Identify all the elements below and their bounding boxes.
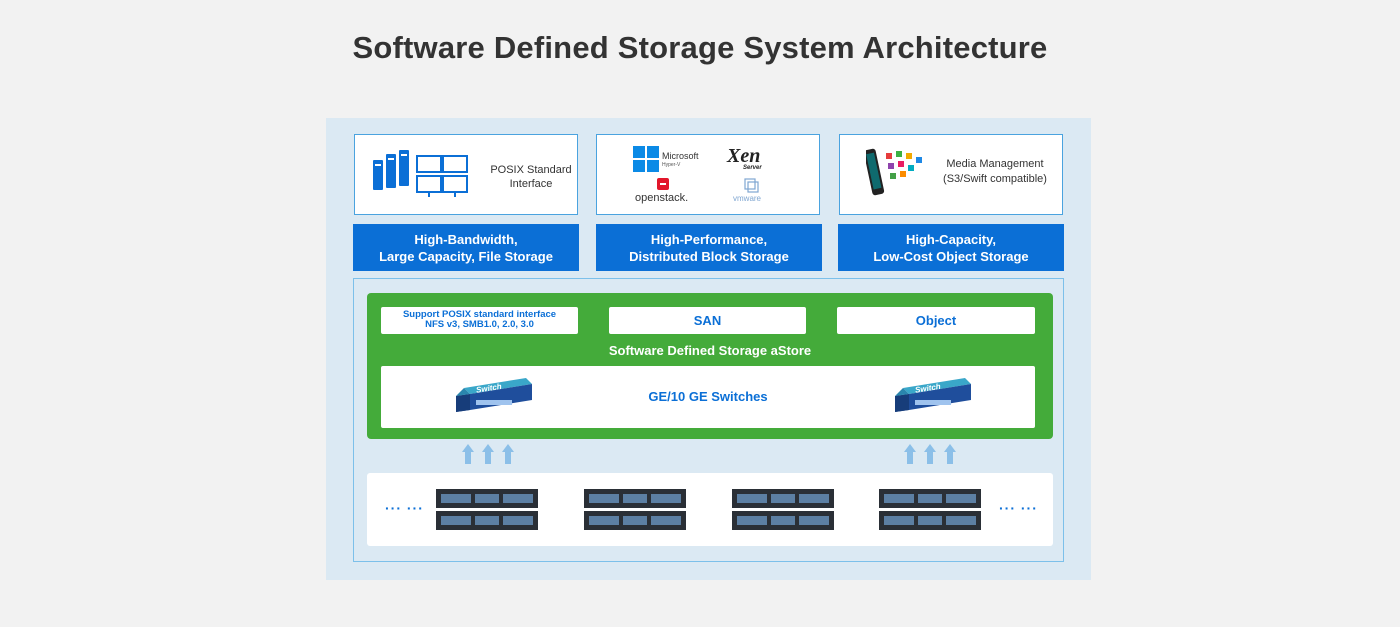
- astore-label: Software Defined Storage aStore: [608, 343, 812, 358]
- lower-frame: [353, 278, 1064, 562]
- windows-logo-icon: [633, 146, 659, 172]
- openstack-text: openstack.: [635, 192, 689, 204]
- block-storage-category: High-Performance, Distributed Block Stor…: [596, 224, 822, 271]
- category-line2: Distributed Block Storage: [629, 248, 789, 264]
- posix-interface-box: Support POSIX standard interface NFS v3,…: [381, 307, 578, 334]
- server-node-icon: [436, 489, 538, 530]
- category-line1: High-Performance,: [650, 231, 768, 247]
- media-label-line1: Media Management: [946, 158, 1044, 170]
- uplink-arrows-left-icon: [462, 444, 514, 464]
- more-nodes-right: ··· ···: [999, 500, 1038, 516]
- posix-line1: Support POSIX standard interface: [402, 309, 557, 320]
- block-storage-card: Microsoft Hyper-V Xen Server openstack. …: [596, 134, 820, 215]
- tablet-media-icon: [866, 148, 922, 196]
- switch-right-text: Switch: [914, 382, 941, 395]
- uplink-arrows-right-icon: [904, 444, 956, 464]
- storage-node-row: ··· ··· ··· ···: [367, 473, 1053, 546]
- switch-left-icon: Switch: [456, 378, 532, 412]
- hyperv-text: Hyper-V: [662, 162, 681, 168]
- switch-right-icon: Switch: [895, 378, 971, 412]
- media-label-line2: (S3/Swift compatible): [943, 173, 1047, 185]
- file-storage-card: POSIX Standard Interface: [354, 134, 578, 215]
- switch-label: GE/10 GE Switches: [648, 389, 768, 404]
- file-storage-category: High-Bandwidth, Large Capacity, File Sto…: [353, 224, 579, 271]
- vmware-logo-icon: [744, 178, 759, 193]
- server-node-icon: [879, 489, 981, 530]
- posix-label-line2: Interface: [509, 178, 553, 190]
- astore-box: Support POSIX standard interface NFS v3,…: [367, 293, 1053, 439]
- switch-left-text: Switch: [475, 382, 502, 395]
- switch-row: Switch GE/10 GE Switches Switch: [381, 366, 1035, 428]
- object-storage-category: High-Capacity, Low-Cost Object Storage: [838, 224, 1064, 271]
- server-node-icon: [732, 489, 834, 530]
- posix-line2: NFS v3, SMB1.0, 2.0, 3.0: [425, 319, 534, 330]
- servers-monitors-icon: [373, 150, 468, 197]
- microsoft-text: Microsoft: [662, 151, 699, 161]
- category-line1: High-Bandwidth,: [414, 231, 518, 247]
- san-interface-box: SAN: [609, 307, 806, 334]
- category-line2: Low-Cost Object Storage: [873, 248, 1029, 264]
- posix-label-line1: POSIX Standard: [490, 164, 572, 176]
- category-line2: Large Capacity, File Storage: [379, 248, 553, 264]
- architecture-diagram: POSIX Standard Interface Microsoft Hyper…: [326, 118, 1091, 580]
- vmware-text: vmware: [733, 194, 762, 203]
- openstack-logo-icon: [657, 178, 669, 190]
- xen-server-text: Server: [743, 165, 762, 171]
- server-node-icon: [584, 489, 686, 530]
- xen-logo: Xen: [727, 145, 761, 167]
- category-line1: High-Capacity,: [905, 231, 997, 247]
- object-storage-card: Media Management (S3/Swift compatible): [839, 134, 1063, 215]
- page-title: Software Defined Storage System Architec…: [352, 30, 1048, 65]
- more-nodes-left: ··· ···: [385, 500, 424, 516]
- object-interface-box: Object: [837, 307, 1035, 334]
